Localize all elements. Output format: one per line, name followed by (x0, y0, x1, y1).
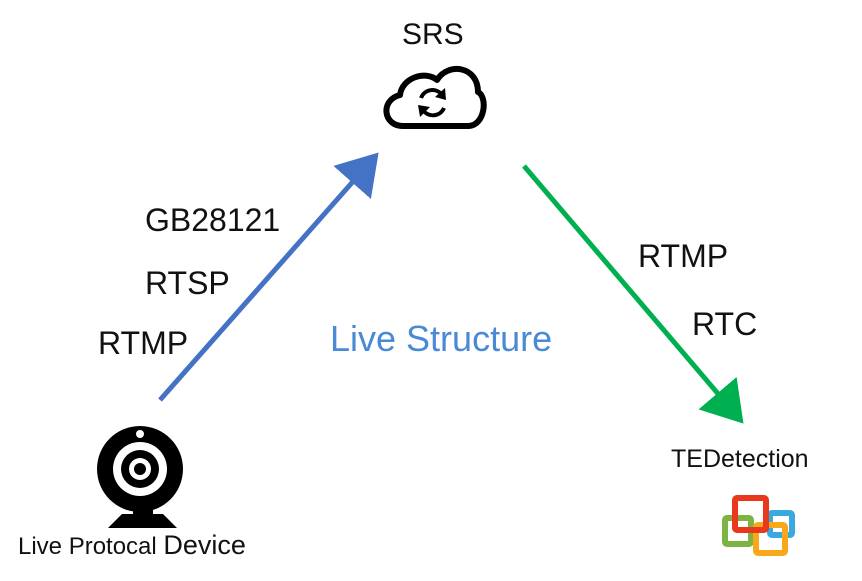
windows-logo-icon (722, 495, 795, 556)
ingest-protocol-gb28121: GB28121 (145, 202, 281, 238)
egress-arrow (522, 164, 744, 424)
server-label: SRS (402, 18, 464, 51)
source-label-device: Device (163, 530, 246, 560)
ingest-protocol-rtmp: RTMP (98, 325, 189, 361)
ingest-protocol-rtsp: RTSP (145, 265, 230, 301)
cloud-sync-icon (383, 66, 487, 129)
egress-protocol-rtmp: RTMP (638, 238, 729, 274)
egress-protocol-rtc: RTC (692, 306, 758, 342)
diagram-title: Live Structure (330, 318, 553, 359)
target-label: TEDetection (671, 445, 809, 473)
source-label: Live Protocal Device (18, 530, 246, 561)
source-label-protocol: Live Protocal (18, 533, 157, 560)
ingest-arrow (158, 152, 379, 402)
webcam-icon (97, 426, 183, 528)
